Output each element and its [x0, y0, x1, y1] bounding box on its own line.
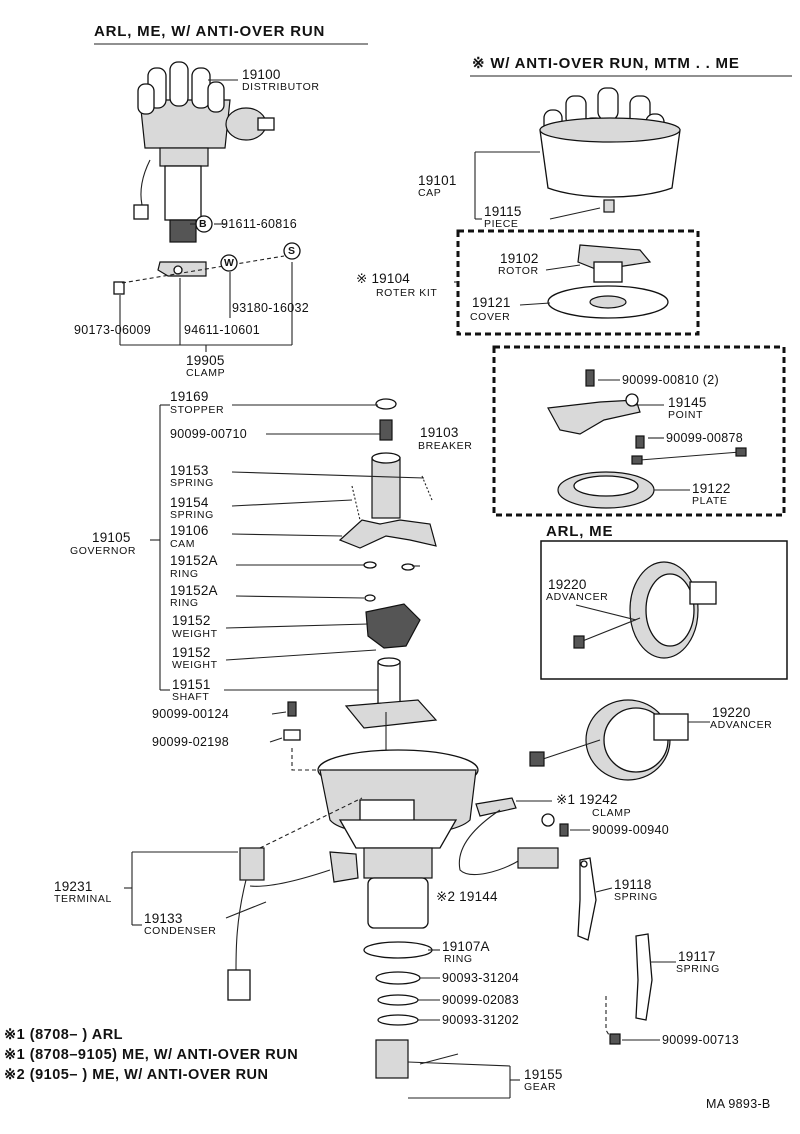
part-name-weight-1: WEIGHT [172, 628, 218, 640]
part-number-90099-00713: 90099-00713 [662, 1033, 739, 1047]
part-name-weight-2: WEIGHT [172, 659, 218, 671]
part-number-19152A-1: 19152A [170, 553, 218, 568]
rotor-illustration [547, 244, 669, 319]
part-number-19231: 19231 [54, 879, 93, 894]
header-advancer-box: ARL, ME [546, 523, 614, 540]
part-name-terminal: TERMINAL [54, 893, 112, 905]
part-number-19154: 19154 [170, 495, 209, 510]
part-name-ring-2: RING [170, 597, 199, 609]
springs-illustration [577, 857, 653, 1045]
part-name-spring-19117: SPRING [676, 963, 720, 975]
part-name-advancer-a: ADVANCER [546, 591, 609, 603]
part-name-ring-1: RING [170, 568, 199, 580]
part-number-19152-2: 19152 [172, 645, 211, 660]
mark-b: B [199, 218, 208, 230]
part-number-90099-00810: 90099-00810 (2) [622, 373, 719, 387]
part-number-19155: 19155 [524, 1067, 563, 1082]
mark-s: S [288, 245, 296, 257]
part-number-19102: 19102 [500, 251, 539, 266]
part-number-19107A: 19107A [442, 939, 490, 954]
breaker-plate-illustration [547, 369, 747, 509]
part-name-condenser: CONDENSER [144, 925, 217, 937]
part-number-19106: 19106 [170, 523, 209, 538]
part-number-19145: 19145 [668, 395, 707, 410]
part-number-93180-16032: 93180-16032 [232, 301, 309, 315]
part-name-spring-19154: SPRING [170, 509, 214, 521]
part-number-19100: 19100 [242, 67, 281, 82]
part-number-90099-00940: 90099-00940 [592, 823, 669, 837]
part-number-19144: ※2 19144 [436, 889, 498, 904]
part-number-90173-06009: 90173-06009 [74, 323, 151, 337]
part-number-91611-60816: 91611-60816 [221, 217, 298, 231]
part-name-point: POINT [668, 409, 704, 421]
part-number-19104: ※ 19104 [356, 271, 411, 286]
part-name-distributor: DISTRIBUTOR [242, 81, 320, 93]
part-name-clamp: CLAMP [186, 367, 226, 379]
part-number-19905: 19905 [186, 353, 225, 368]
part-number-90093-31202: 90093-31202 [442, 1013, 519, 1027]
part-name-governor: GOVERNOR [70, 545, 137, 557]
part-number-19121: 19121 [472, 295, 511, 310]
part-name-shaft: SHAFT [172, 691, 210, 703]
part-number-19151: 19151 [172, 677, 211, 692]
part-name-spring-19153: SPRING [170, 477, 214, 489]
part-number-19103: 19103 [420, 425, 459, 440]
part-name-roter-kit: ROTER KIT [376, 287, 438, 299]
part-number-19152-1: 19152 [172, 613, 211, 628]
part-number-19117: 19117 [678, 949, 716, 964]
header-top-left: ARL, ME, W/ ANTI-OVER RUN [94, 23, 326, 40]
clamp-wire-illustration [458, 797, 569, 876]
part-number-90099-00878: 90099-00878 [666, 431, 743, 445]
part-name-cover: COVER [470, 311, 511, 323]
part-number-19115: 19115 [484, 204, 522, 219]
part-number-19220-a: 19220 [548, 577, 587, 592]
part-name-cap: CAP [418, 187, 442, 199]
part-name-cam: CAM [170, 538, 196, 550]
part-number-19242: ※1 19242 [556, 792, 618, 807]
part-number-90099-00710: 90099-00710 [170, 427, 247, 441]
note-1: ※1 (8708– ) ARL [4, 1027, 124, 1043]
part-name-gear: GEAR [524, 1081, 557, 1093]
advancer-illustration-b [529, 699, 689, 781]
part-name-spring-19118: SPRING [614, 891, 658, 903]
part-number-19133: 19133 [144, 911, 183, 926]
housing-illustration [283, 701, 479, 1079]
header-top-right: ※ W/ ANTI-OVER RUN, MTM . . ME [472, 55, 740, 72]
part-name-piece: PIECE [484, 218, 519, 230]
part-number-19220-b: 19220 [712, 705, 751, 720]
part-number-90099-02198: 90099-02198 [152, 735, 229, 749]
part-number-19118: 19118 [614, 877, 652, 892]
footer-code: MA 9893-B [706, 1097, 771, 1111]
part-number-94611-10601: 94611-10601 [184, 323, 261, 337]
note-3: ※2 (9105– ) ME, W/ ANTI-OVER RUN [4, 1067, 269, 1083]
part-name-plate: PLATE [692, 495, 728, 507]
distributor-illustration [113, 61, 275, 295]
part-number-19101: 19101 [418, 173, 457, 188]
part-number-90099-00124: 90099-00124 [152, 707, 229, 721]
advancer-box [540, 540, 788, 680]
part-number-90093-31204: 90093-31204 [442, 971, 519, 985]
part-name-advancer-b: ADVANCER [710, 719, 773, 731]
part-number-19122: 19122 [692, 481, 731, 496]
part-name-rotor: ROTOR [498, 265, 539, 277]
governor-illustration [338, 398, 438, 800]
mark-w: W [224, 257, 235, 269]
note-2: ※1 (8708–9105) ME, W/ ANTI-OVER RUN [4, 1047, 299, 1063]
part-number-19153: 19153 [170, 463, 209, 478]
advancer-illustration-a [573, 561, 717, 659]
part-name-breaker: BREAKER [418, 440, 473, 452]
part-number-19169: 19169 [170, 389, 209, 404]
part-name-clamp-19242: CLAMP [592, 807, 632, 819]
breaker-box [492, 345, 786, 517]
part-number-19105: 19105 [92, 530, 131, 545]
part-name-stopper: STOPPER [170, 404, 225, 416]
condenser-illustration [227, 847, 359, 1001]
part-number-90099-02083: 90099-02083 [442, 993, 519, 1007]
part-name-ring-19107A: RING [444, 953, 473, 965]
part-number-19152A-2: 19152A [170, 583, 218, 598]
cap-illustration [539, 87, 681, 213]
